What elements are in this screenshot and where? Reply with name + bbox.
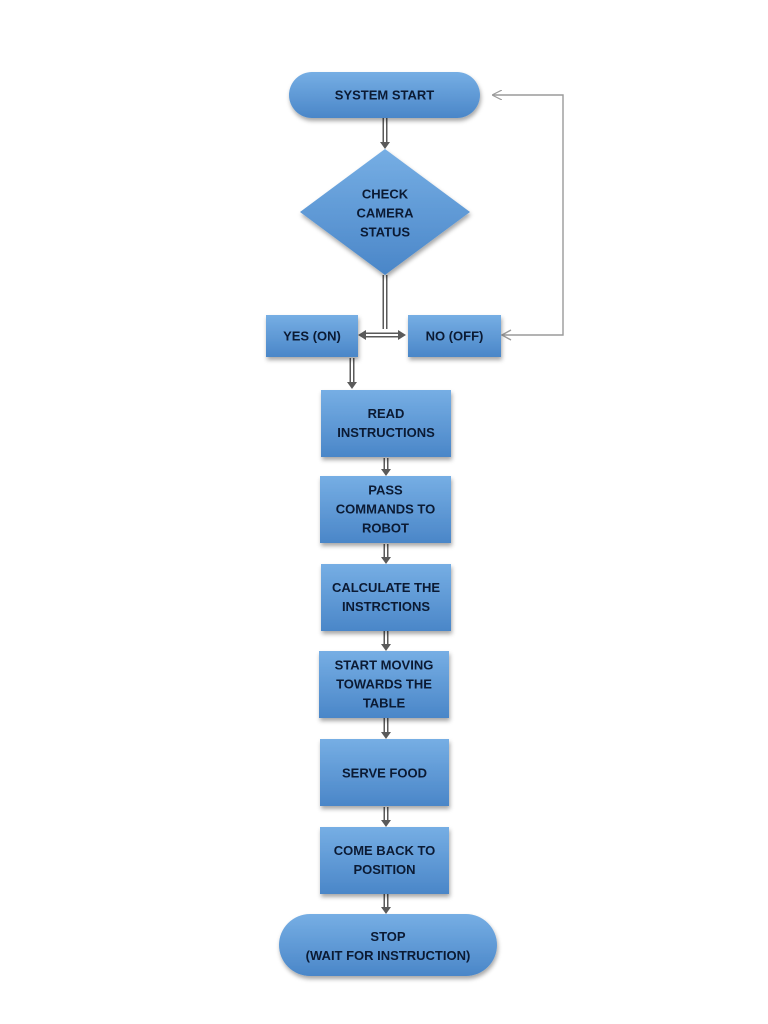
node-yes-on: YES (ON): [266, 315, 358, 357]
pass-commands-line: COMMANDS TO: [336, 502, 435, 517]
node-start-moving: START MOVING TOWARDS THE TABLE: [319, 651, 449, 718]
node-check-camera-label: CHECK CAMERA STATUS: [356, 187, 414, 240]
node-pass-commands-label: PASS COMMANDS TO ROBOT: [336, 483, 435, 536]
no-off-line: NO (OFF): [426, 329, 484, 344]
arrow-start-to-check: [380, 118, 390, 149]
stop-line: STOP: [370, 929, 405, 944]
node-system-start-label: SYSTEM START: [335, 88, 434, 103]
node-no-off-label: NO (OFF): [426, 329, 484, 344]
node-come-back: COME BACK TO POSITION: [320, 827, 449, 894]
pass-commands-line: PASS: [368, 483, 403, 498]
node-pass-commands: PASS COMMANDS TO ROBOT: [320, 476, 451, 543]
pass-commands-line: ROBOT: [362, 521, 409, 536]
arrow-read-to-pass: [381, 458, 391, 476]
node-no-off: NO (OFF): [408, 315, 501, 357]
node-system-start: SYSTEM START: [289, 72, 480, 118]
node-yes-on-label: YES (ON): [283, 329, 341, 344]
arrow-yes-to-read: [347, 358, 357, 389]
system-start-line: SYSTEM START: [335, 88, 434, 103]
check-camera-line: STATUS: [360, 225, 410, 240]
yes-on-line: YES (ON): [283, 329, 341, 344]
node-stop: STOP (WAIT FOR INSTRUCTION): [279, 914, 497, 976]
connectors: [347, 95, 564, 914]
start-moving-line: START MOVING: [335, 658, 434, 673]
node-serve-food: SERVE FOOD: [320, 739, 449, 806]
stop-line: (WAIT FOR INSTRUCTION): [306, 948, 471, 963]
arrow-moving-to-serve: [381, 718, 391, 739]
arrow-comeback-to-stop: [381, 894, 391, 914]
node-serve-food-label: SERVE FOOD: [342, 766, 427, 781]
arrow-pass-to-calculate: [381, 544, 391, 564]
arrow-serve-to-comeback: [381, 807, 391, 827]
read-instructions-line: READ: [368, 406, 405, 421]
come-back-line: POSITION: [353, 862, 415, 877]
node-come-back-label: COME BACK TO POSITION: [334, 843, 436, 877]
check-camera-line: CHECK: [362, 187, 409, 202]
node-stop-label: STOP (WAIT FOR INSTRUCTION): [306, 929, 471, 963]
calculate-line: CALCULATE THE: [332, 580, 440, 595]
arrow-no-loop-back: [493, 95, 564, 341]
node-calculate-instructions: CALCULATE THE INSTRCTIONS: [321, 564, 451, 631]
start-moving-line: TABLE: [363, 696, 406, 711]
read-instructions-line: INSTRUCTIONS: [337, 425, 435, 440]
node-start-moving-label: START MOVING TOWARDS THE TABLE: [335, 658, 434, 711]
node-read-instructions-label: READ INSTRUCTIONS: [337, 406, 435, 440]
arrow-calculate-to-moving: [381, 631, 391, 651]
serve-food-line: SERVE FOOD: [342, 766, 427, 781]
start-moving-line: TOWARDS THE: [336, 677, 432, 692]
node-calculate-label: CALCULATE THE INSTRCTIONS: [332, 580, 440, 614]
node-read-instructions: READ INSTRUCTIONS: [321, 390, 451, 457]
come-back-line: COME BACK TO: [334, 843, 436, 858]
node-check-camera-status: CHECK CAMERA STATUS: [300, 149, 470, 275]
check-camera-line: CAMERA: [356, 206, 414, 221]
calculate-line: INSTRCTIONS: [342, 599, 430, 614]
arrow-yes-no-branch: [358, 330, 406, 340]
